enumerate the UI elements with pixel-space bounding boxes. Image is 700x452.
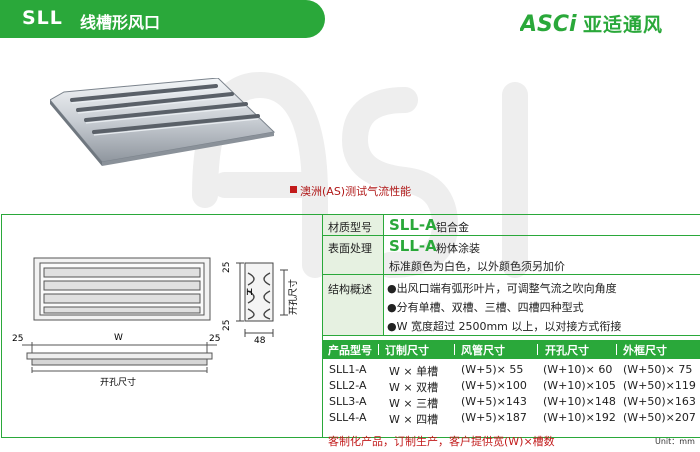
- cell-frame-size: (W+50)× 75: [623, 363, 693, 376]
- cell-duct-size: (W+5)×143: [461, 395, 527, 408]
- performance-label: 澳洲(AS)测试气流性能: [300, 185, 412, 198]
- structure-item: ●分有单槽、双槽、三槽、四槽四种型式: [387, 301, 584, 314]
- cell-model: SLL4-A: [329, 411, 367, 424]
- product-name: 线槽形风口: [80, 13, 161, 32]
- side-section: [236, 262, 288, 337]
- col-header-frame-size: 外框尺寸: [623, 344, 667, 357]
- cell-cutout-size: (W+10)×148: [543, 395, 616, 408]
- column-divider: [383, 215, 384, 335]
- technical-drawing: 25 25 H 48 开孔尺寸 25 W 25 开孔尺寸: [12, 257, 299, 388]
- col-header-cutout-size: 开孔尺寸: [545, 344, 589, 357]
- cell-duct-size: (W+5)× 55: [461, 363, 524, 376]
- structure-item: ●出风口端有弧形叶片，可调整气流之吹向角度: [387, 282, 617, 295]
- label-cell-surface: [323, 236, 383, 274]
- table-header-row: [323, 340, 700, 359]
- header-divider: [454, 344, 455, 355]
- cell-model: SLL1-A: [329, 363, 367, 376]
- surface-model: SLL-A: [389, 237, 437, 255]
- dim-25-right: 25: [209, 334, 220, 344]
- title-bar: [0, 0, 325, 38]
- technical-drawing-panel: 25 25 H 48 开孔尺寸 25 W 25 开孔尺寸: [1, 214, 323, 438]
- material-model: SLL-A: [389, 216, 437, 234]
- dim-w: W: [114, 333, 123, 343]
- cell-cutout-size: (W+10)× 60: [543, 363, 613, 376]
- dim-h: H: [246, 288, 253, 298]
- spec-table: 材质型号 SLL-A 铝合金 表面处理 SLL-A 粉体涂装 标准颜色为白色，以…: [323, 214, 700, 438]
- dim-25-bottom: 25: [222, 320, 232, 331]
- label-cell-structure: [323, 275, 383, 335]
- cutout-size-horizontal: 开孔尺寸: [100, 376, 136, 388]
- label-cell-material: [323, 215, 383, 235]
- front-view: [33, 257, 211, 321]
- dim-48: 48: [254, 336, 266, 346]
- surface-note: 标准颜色为白色，以外颜色须另加价: [389, 260, 565, 273]
- plan-view: [22, 342, 217, 373]
- cell-duct-size: (W+5)×187: [461, 411, 527, 424]
- cell-custom-size: W × 四槽: [389, 413, 439, 426]
- row-divider: [323, 274, 700, 275]
- unit-note: Unit：mm: [655, 437, 695, 446]
- product-photo: [50, 78, 275, 166]
- svg-text:ASCi: ASCi: [520, 12, 577, 36]
- dim-25-left: 25: [12, 334, 23, 344]
- cell-custom-size: W × 双槽: [389, 381, 439, 394]
- structure-item: ●W 宽度超过 2500mm 以上，以对接方式衔接: [387, 320, 622, 333]
- cell-model: SLL2-A: [329, 379, 367, 392]
- cell-model: SLL3-A: [329, 395, 367, 408]
- cell-cutout-size: (W+10)×192: [543, 411, 616, 424]
- structure-label: 结构概述: [328, 283, 372, 296]
- cell-custom-size: W × 三槽: [389, 397, 439, 410]
- header-divider: [378, 344, 379, 355]
- cell-custom-size: W × 单槽: [389, 365, 439, 378]
- col-header-model: 产品型号: [328, 344, 372, 357]
- material-label: 材质型号: [328, 221, 372, 234]
- col-header-duct-size: 风管尺寸: [461, 344, 505, 357]
- material-value: 铝合金: [436, 221, 469, 234]
- cell-duct-size: (W+5)×100: [461, 379, 527, 392]
- cell-frame-size: (W+50)×119: [623, 379, 696, 392]
- row-divider: [323, 235, 700, 236]
- brand-logo: ASCi: [520, 12, 577, 36]
- col-header-custom-size: 订制尺寸: [385, 344, 429, 357]
- surface-label: 表面处理: [328, 242, 372, 255]
- header-divider: [537, 344, 538, 355]
- row-divider: [323, 335, 700, 336]
- brand-name: 亚适通风: [583, 14, 664, 36]
- cell-frame-size: (W+50)×163: [623, 395, 696, 408]
- dim-25-top: 25: [222, 262, 232, 273]
- cell-frame-size: (W+50)×207: [623, 411, 696, 424]
- surface-value: 粉体涂装: [436, 242, 480, 255]
- product-code: SLL: [22, 7, 63, 29]
- footer-note: 客制化产品，订制生产，客户提供宽(W)×槽数: [328, 435, 555, 448]
- header-divider: [616, 344, 617, 355]
- cell-cutout-size: (W+10)×105: [543, 379, 616, 392]
- bullet-square-icon: [290, 186, 297, 193]
- cutout-size-vertical: 开孔尺寸: [287, 279, 299, 315]
